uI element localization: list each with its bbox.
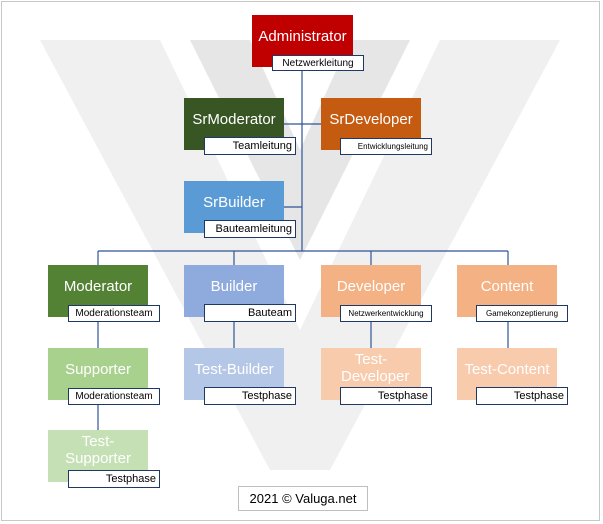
node-srdeveloper: SrDeveloper [321,98,421,150]
footer-copyright: 2021 © Valuga.net [238,486,368,511]
node-administrator-subtitle: Netzwerkleitung [272,55,364,71]
node-testcontent-subtitle: Testphase [476,387,568,405]
node-testdeveloper-subtitle: Testphase [340,387,432,405]
node-testbuilder-title: Test-Builder [194,361,274,378]
node-content-subtitle: Gamekonzeptierung [476,305,568,322]
node-developer-title: Developer [336,278,406,295]
node-srbuilder-subtitle: Bauteamleitung [204,220,296,238]
node-administrator-title: Administrator [258,28,347,45]
node-content-title: Content [480,278,534,295]
node-testsupporter-subtitle: Testphase [68,470,160,488]
node-srdeveloper-subtitle: Entwicklungsleitung [340,138,432,155]
node-testsupporter-title: Test-Supporter [65,433,131,467]
node-testbuilder-subtitle: Testphase [204,387,296,405]
node-builder-title: Builder [210,278,258,295]
node-srmoderator-title: SrModerator [192,111,276,128]
node-testdeveloper-title: Test-Developer [341,351,410,385]
node-builder-subtitle: Bauteam [204,304,296,322]
node-supporter-title: Supporter [65,361,131,378]
node-supporter-subtitle: Moderationsteam [68,388,160,405]
node-moderator-title: Moderator [63,278,133,295]
watermark-shape-inner [190,40,410,260]
node-developer-subtitle: Netzwerkentwicklung [340,305,432,322]
node-moderator-subtitle: Moderationsteam [68,305,160,322]
node-testcontent-title: Test-Content [464,361,550,378]
node-srdeveloper-title: SrDeveloper [329,111,413,128]
node-srbuilder-title: SrBuilder [203,194,265,211]
node-srmoderator-subtitle: Teamleitung [204,137,296,155]
footer-copyright-text: 2021 © Valuga.net [249,491,357,506]
